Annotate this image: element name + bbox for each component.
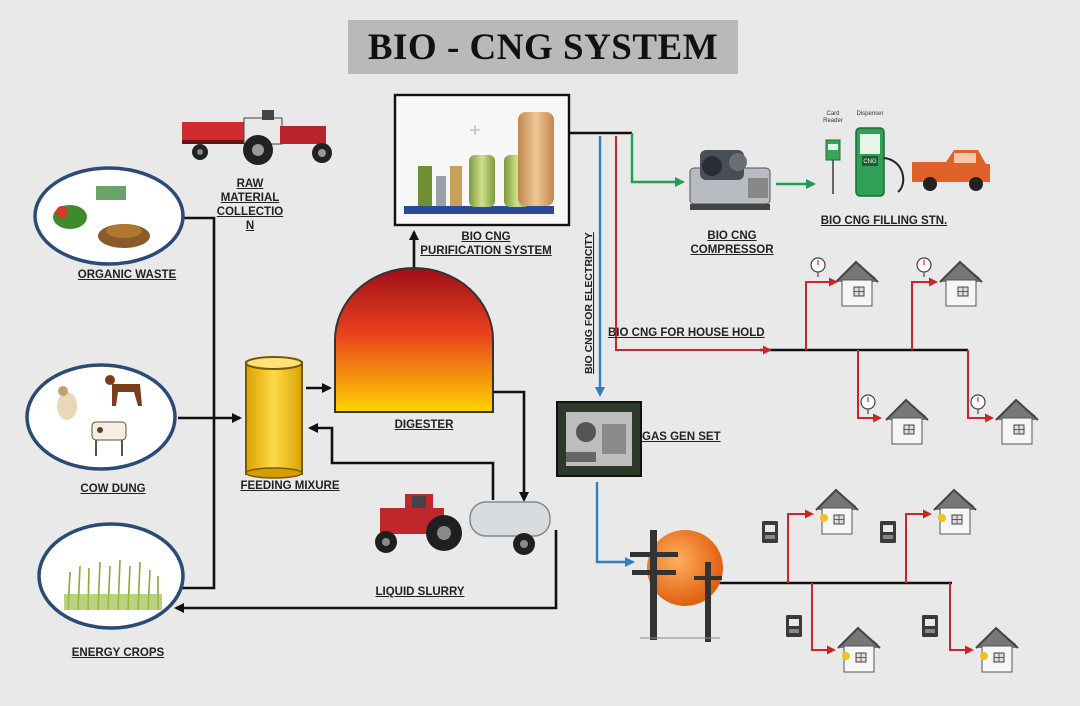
feeding-mixture-tank — [245, 356, 303, 479]
page-title: BIO - CNG SYSTEM — [367, 26, 719, 68]
gas-generator — [556, 401, 642, 477]
black-flow-lines — [174, 131, 968, 613]
compressor-unit — [689, 150, 771, 210]
power-pole — [630, 530, 723, 642]
dispenser-caption: Dispenser — [856, 111, 884, 117]
gas-gen-set-label: GAS GEN SET — [642, 431, 721, 443]
feeding-mixture-label: FEEDING MIXURE — [240, 480, 340, 492]
electricity-label: BIO CNG FOR ELECTRICITY — [583, 232, 595, 374]
electric-houses — [762, 489, 1019, 673]
purification-label: BIO CNG PURIFICATION SYSTEM — [420, 231, 552, 257]
cow-dung-label: COW DUNG — [80, 483, 146, 495]
raw-material-label: RAW MATERIAL COLLECTIO N — [216, 178, 284, 232]
green-flow-lines — [630, 133, 816, 189]
household-label: BIO CNG FOR HOUSE HOLD — [608, 327, 765, 339]
card-reader-caption: Card Reader — [823, 111, 843, 124]
compressor-label: BIO CNG COMPRESSOR — [690, 230, 774, 256]
blue-flow-lines — [595, 136, 635, 567]
energy-crops-node — [37, 522, 185, 630]
raw-material-tractor — [182, 110, 332, 165]
slurry-tanker — [375, 494, 551, 555]
energy-crops-label: ENERGY CROPS — [71, 647, 165, 659]
filling-station — [825, 127, 990, 197]
liquid-slurry-label: LIQUID SLURRY — [375, 586, 465, 598]
cow-dung-node — [25, 363, 177, 471]
digester-label: DIGESTER — [394, 419, 454, 431]
digester-dome — [334, 267, 494, 413]
red-flow-lines — [615, 136, 994, 655]
filling-station-label: BIO CNG FILLING STN. — [820, 215, 948, 227]
cng-tag: CNG — [863, 159, 877, 165]
organic-waste-node — [33, 166, 185, 266]
organic-waste-label: ORGANIC WASTE — [77, 269, 177, 281]
purification-system — [393, 93, 571, 227]
title-banner: BIO - CNG SYSTEM — [348, 20, 738, 74]
